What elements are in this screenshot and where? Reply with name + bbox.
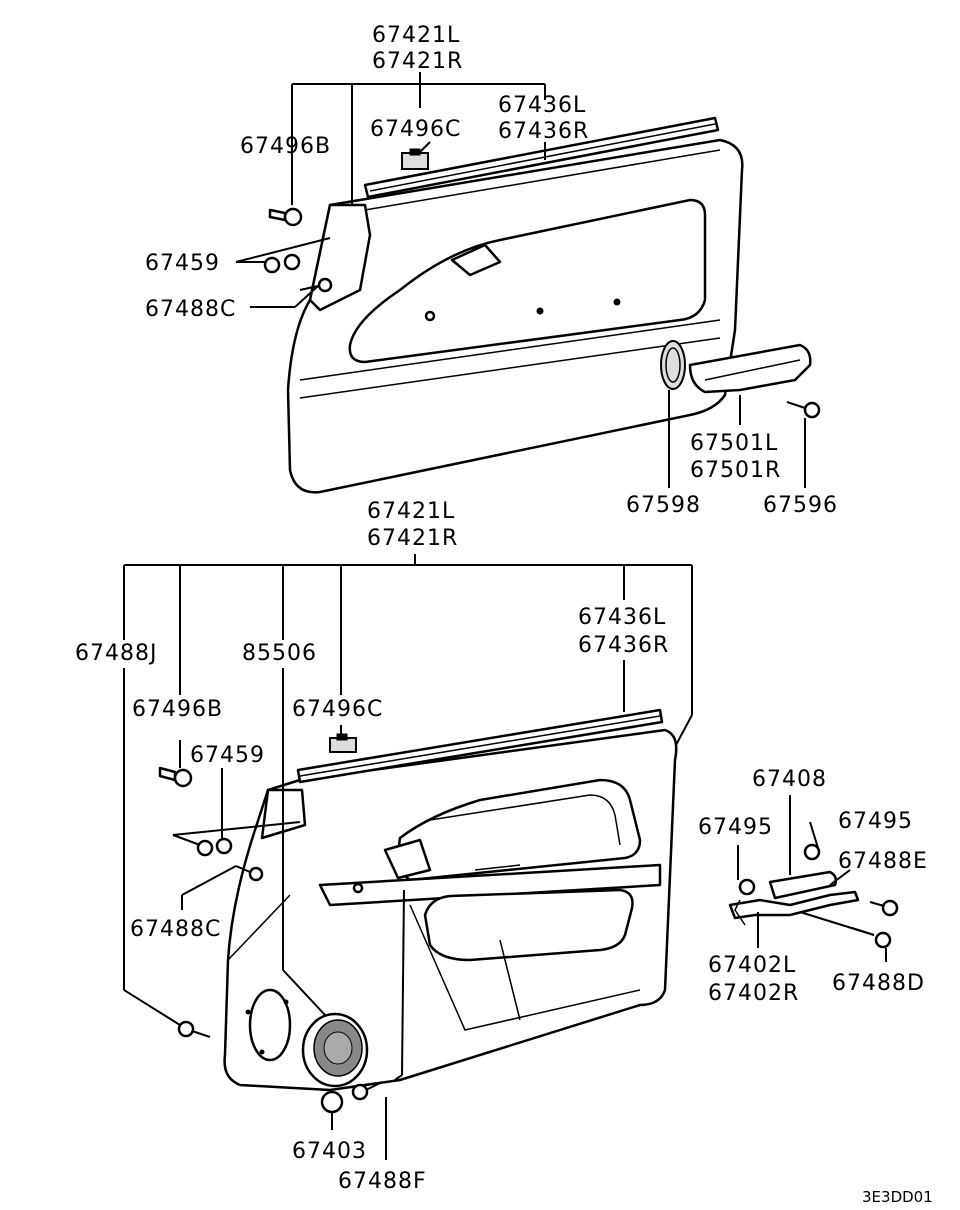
lower-clip-67496c-icon [329,733,357,753]
upper-trim-panel-label-r: 67421R [372,49,463,74]
upper-clip-b-label: 67496B [240,134,331,159]
switch-panel-label-r: 67402R [708,981,799,1006]
upper-retainer-icon [263,253,301,274]
lower-retainer-label: 67459 [190,743,265,768]
switch-panel-label-l: 67402L [708,953,796,978]
screw-67488j-icon [177,1020,211,1038]
screw-67596-label: 67596 [763,493,838,518]
plug-67403-icon [320,1090,344,1114]
screw-e-label: 67488E [838,849,928,874]
lower-trim-panel-label-r: 67421R [367,526,458,551]
lower-trim-panel-label-l: 67421L [367,499,455,524]
lower-clip-67496b-icon [158,766,193,788]
speaker-grille-85506-icon [301,1012,369,1088]
upper-weatherstrip-label-r: 67436R [498,119,589,144]
lower-weatherstrip [296,708,664,784]
diagram-code: 3E3DD01 [862,1188,933,1206]
upper-trim-panel-label-l: 67421L [372,23,460,48]
lower-screw-c-label: 67488C [130,917,221,942]
upper-clip-67496b-icon [268,207,303,227]
switch-assembly [728,795,899,962]
lower-weatherstrip-label-l: 67436L [578,605,666,630]
lower-clip-b-label: 67496B [132,697,223,722]
upper-clip-c-label: 67496C [370,117,461,142]
cap-67598-icon [660,340,686,390]
lower-clip-c-label: 67496C [292,697,383,722]
pull-handle-icon [688,343,812,394]
plug-label: 67403 [292,1139,367,1164]
screw-j-label: 67488J [75,641,157,666]
upper-leader-lines [235,72,806,488]
bracket-label: 67408 [752,767,827,792]
upper-retainer-label: 67459 [145,251,220,276]
cap-label: 67598 [626,493,701,518]
upper-weatherstrip-label-l: 67436L [498,93,586,118]
upper-screw-c-label: 67488C [145,297,236,322]
lower-retainer-icon [196,837,233,857]
pull-handle-label-l: 67501L [690,431,778,456]
upper-weatherstrip [363,116,720,199]
lower-leader-lines [123,554,693,1160]
screw-right-label: 67495 [838,809,913,834]
lower-door-trim-panel [223,728,678,1092]
screw-f-label: 67488F [338,1169,427,1194]
lower-weatherstrip-label-r: 67436R [578,633,669,658]
upper-door-trim-panel [286,138,744,494]
screw-67488f-icon [351,1081,383,1101]
upper-screw-67488c-icon [299,277,333,293]
screw-d-label: 67488D [832,971,925,996]
lower-screw-67488c-icon [235,865,264,882]
screw-left-label: 67495 [698,815,773,840]
speaker-grille-label: 85506 [242,641,317,666]
screw-67596-icon [786,401,821,419]
upper-clip-67496c-icon [401,148,429,170]
pull-handle-label-r: 67501R [690,458,781,483]
